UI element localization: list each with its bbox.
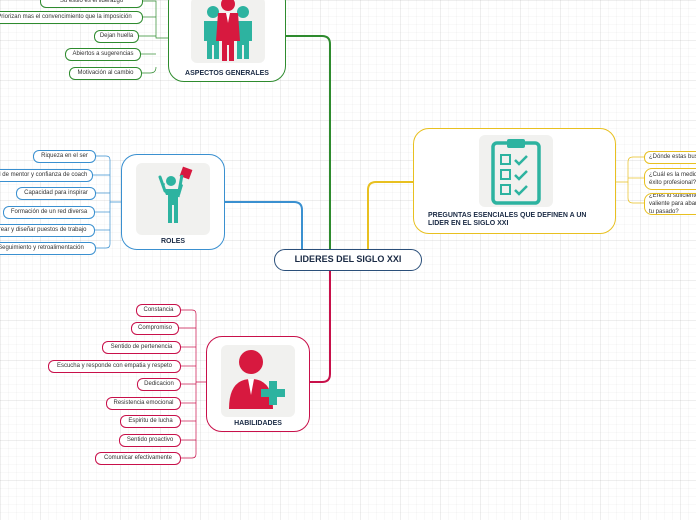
preguntas-item[interactable]: ¿Eres lo suficientemente valiente para a…: [644, 193, 696, 215]
topic-title: ASPECTOS GENERALES: [185, 70, 269, 77]
aspectos-item[interactable]: Motivación al cambio: [69, 67, 142, 80]
habilidades-item[interactable]: Sentido de pertenencia: [102, 341, 181, 354]
topic-title: HABILIDADES: [234, 420, 282, 427]
habilidades-item[interactable]: Espiritu de lucha: [120, 415, 181, 428]
habilidades-item[interactable]: Resistencia emocional: [106, 397, 181, 410]
topic-title: ROLES: [160, 238, 186, 245]
topic-preguntas[interactable]: PREGUNTAS ESENCIALES QUE DEFINEN A UN LI…: [413, 128, 616, 234]
preguntas-branches: [616, 156, 644, 204]
aspectos-item[interactable]: Abiertos a sugerencias: [65, 48, 141, 61]
person-plus-icon: [221, 345, 295, 417]
roles-item[interactable]: Seguimiento y retroalimentación: [0, 242, 96, 255]
aspectos-item[interactable]: Su estilo es el liderazgo: [40, 0, 143, 8]
roles-item[interactable]: Crear y diseñar puestos de trabajo: [0, 224, 95, 237]
aspectos-item[interactable]: Priorizan mas el convencimiento que la i…: [0, 11, 143, 24]
roles-branches: [92, 155, 121, 249]
link-central-roles: [225, 201, 303, 249]
habilidades-item[interactable]: Constancia: [136, 304, 181, 317]
link-central-aspectos: [286, 35, 331, 249]
team-people-icon: [191, 0, 265, 63]
aspectos-branches: [138, 0, 168, 74]
roles-item[interactable]: Riqueza en el ser: [33, 150, 96, 163]
roles-item[interactable]: Capacidad para inspirar: [16, 187, 96, 200]
clipboard-checklist-icon: [479, 135, 553, 207]
roles-item[interactable]: Formación de un red diversa: [3, 206, 95, 219]
habilidades-item[interactable]: Compromiso: [131, 322, 179, 335]
topic-habilidades[interactable]: HABILIDADES: [206, 336, 310, 432]
person-with-flag-icon: [136, 163, 210, 235]
topic-title: PREGUNTAS ESENCIALES QUE DEFINEN A UN LI…: [428, 212, 587, 227]
habilidades-item[interactable]: Sentido proactivo: [119, 434, 181, 447]
roles-item[interactable]: Rol de mentor y confianza de coach: [0, 169, 93, 182]
link-central-preguntas: [367, 181, 413, 249]
preguntas-item[interactable]: ¿Dónde estas buscando?: [644, 151, 696, 164]
central-topic[interactable]: LIDERES DEL SIGLO XXI: [274, 249, 422, 271]
habilidades-item[interactable]: Dedicacion: [137, 378, 181, 391]
habilidades-branches: [178, 309, 206, 459]
habilidades-item[interactable]: Escucha y responde con empatia y respeto: [48, 360, 181, 373]
link-central-habilidades: [310, 271, 331, 383]
preguntas-item[interactable]: ¿Cuál es la medida de tu éxito profesion…: [644, 168, 696, 190]
aspectos-item[interactable]: Dejan huella: [94, 30, 139, 43]
topic-roles[interactable]: ROLES: [121, 154, 225, 250]
topic-aspectos-generales[interactable]: ASPECTOS GENERALES: [168, 0, 286, 82]
habilidades-item[interactable]: Comunicar efectivamente: [95, 452, 181, 465]
